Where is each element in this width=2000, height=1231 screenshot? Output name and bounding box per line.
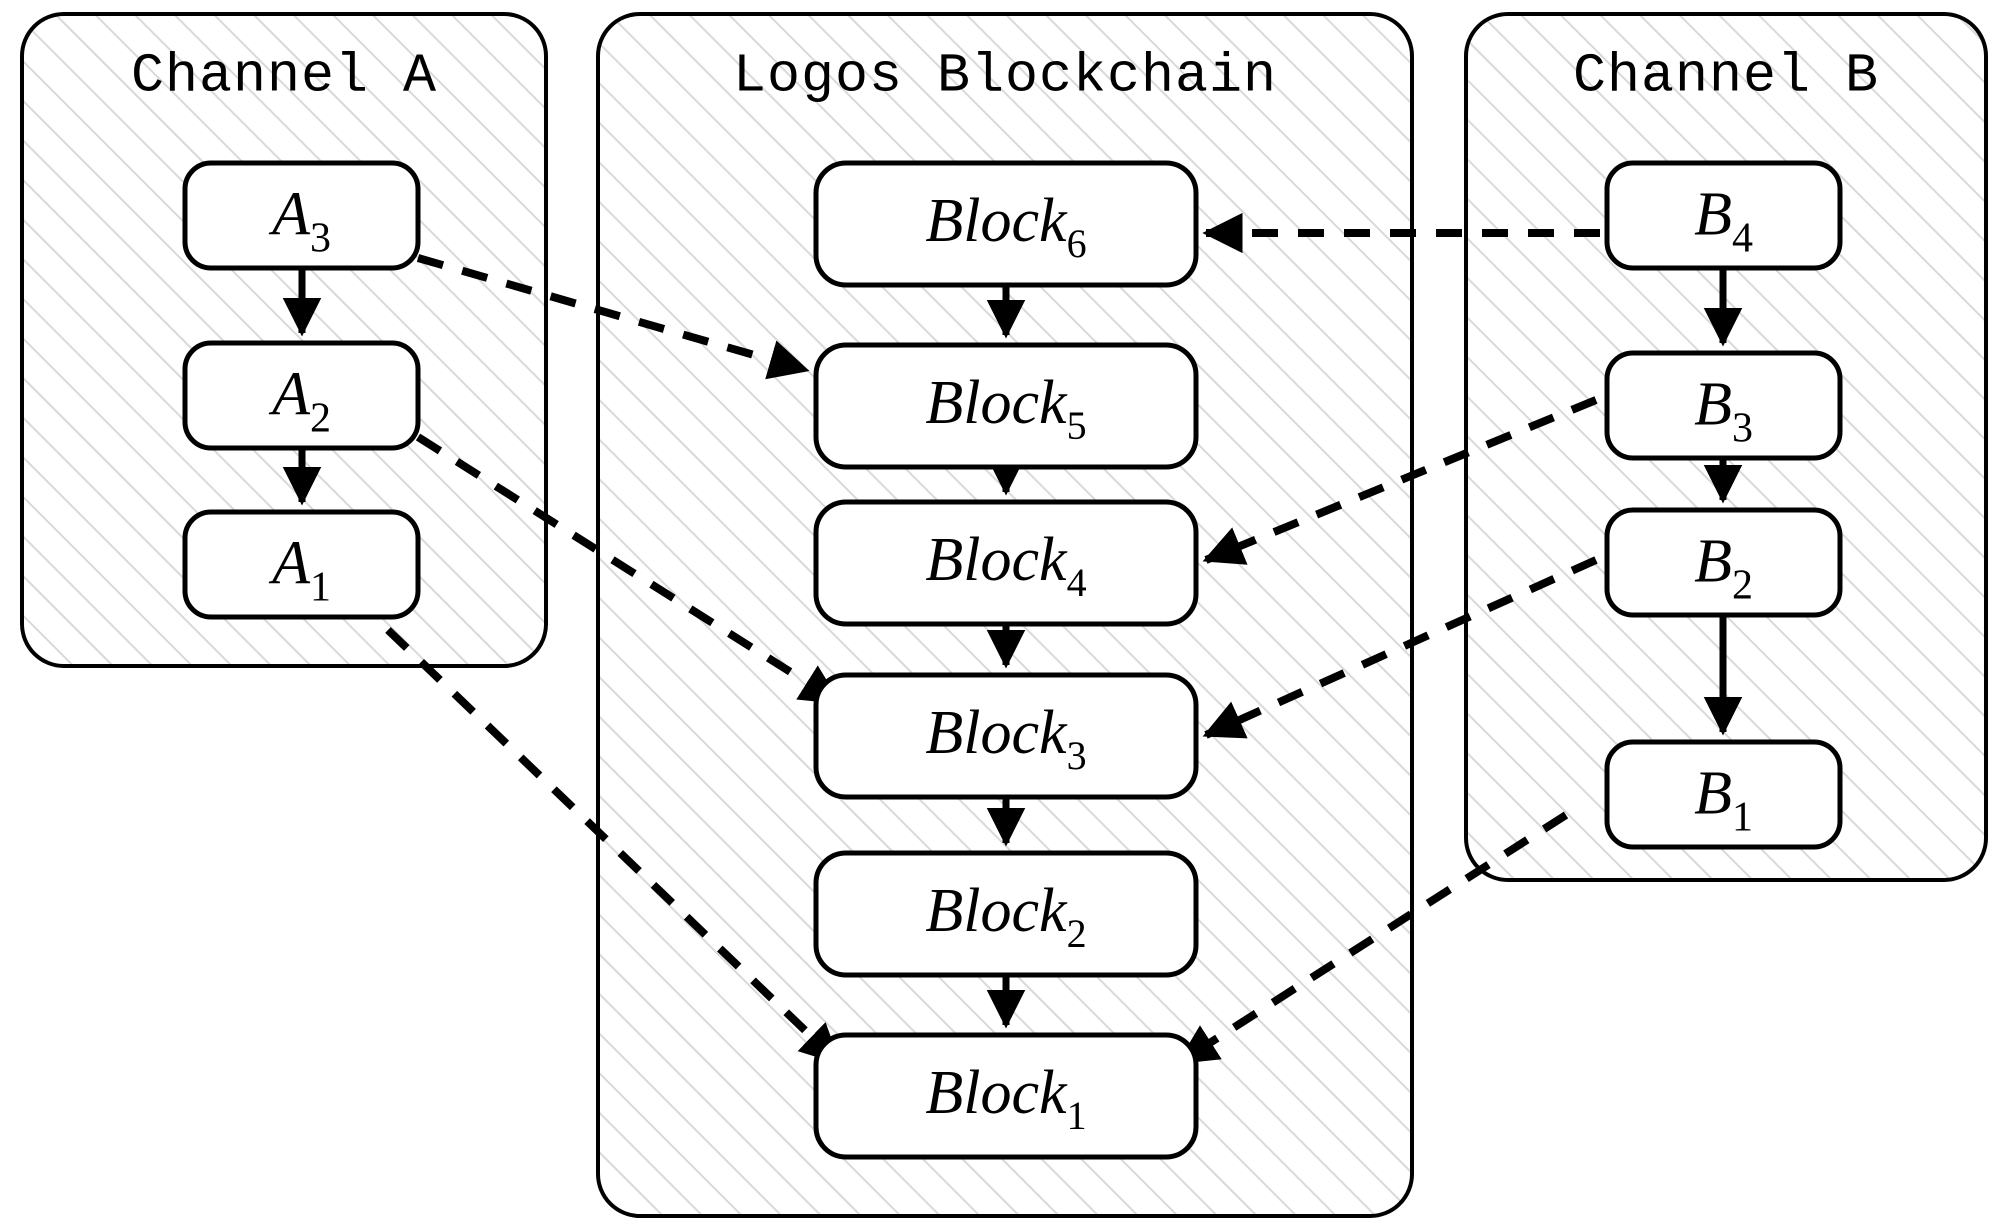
node-label-subscript: 6: [1067, 221, 1087, 266]
node-label-a1: A1: [268, 530, 331, 611]
node-label-subscript: 3: [1732, 406, 1753, 452]
node-box-b1[interactable]: [1604, 739, 1843, 850]
node-label-base: B: [1694, 528, 1732, 596]
node-block5[interactable]: Block5: [813, 342, 1199, 470]
node-label-subscript: 3: [310, 216, 331, 262]
node-label-b3: B3: [1694, 371, 1753, 452]
node-box-a1[interactable]: [182, 509, 421, 620]
node-a2[interactable]: A2: [182, 340, 421, 451]
node-label-block2: Block2: [925, 877, 1086, 956]
node-b4[interactable]: B4: [1604, 160, 1843, 271]
edge-b1-block1: [1176, 811, 1569, 1066]
node-label-subscript: 2: [1732, 563, 1753, 609]
node-block4[interactable]: Block4: [813, 499, 1199, 627]
node-label-subscript: 4: [1067, 560, 1087, 605]
group-outline: [20, 12, 548, 668]
node-label-base: B: [1694, 181, 1732, 249]
node-label-subscript: 1: [1067, 1093, 1087, 1138]
node-label-a2: A2: [268, 361, 331, 442]
node-label-subscript: 2: [1067, 911, 1087, 956]
node-box-a2[interactable]: [182, 340, 421, 451]
node-b3[interactable]: B3: [1604, 350, 1843, 461]
node-label-subscript: 5: [1067, 403, 1087, 448]
node-label-block5: Block5: [925, 369, 1086, 448]
node-block6[interactable]: Block6: [813, 160, 1199, 288]
node-label-subscript: 2: [310, 396, 331, 442]
node-a3[interactable]: A3: [182, 160, 421, 271]
node-box-b3[interactable]: [1604, 350, 1843, 461]
group-outline: [1464, 12, 1988, 882]
edges: [282, 212, 1743, 1066]
node-box-block6[interactable]: [813, 160, 1199, 288]
edge-b3-block4: [1202, 396, 1598, 565]
node-label-base: Block: [925, 699, 1068, 767]
edge-a3-block5: [416, 254, 810, 380]
node-box-block3[interactable]: [813, 672, 1199, 800]
node-label-base: B: [1694, 371, 1732, 439]
node-label-base: A: [268, 530, 311, 598]
node-label-a3: A3: [268, 181, 331, 262]
node-block2[interactable]: Block2: [813, 850, 1199, 978]
node-block1[interactable]: Block1: [813, 1032, 1199, 1160]
group-outline: [596, 12, 1414, 1218]
node-label-block6: Block6: [925, 187, 1086, 266]
node-box-a3[interactable]: [182, 160, 421, 271]
node-label-base: Block: [925, 1059, 1068, 1127]
node-label-block4: Block4: [925, 526, 1086, 605]
node-label-subscript: 4: [1732, 216, 1753, 262]
group-title-channel-a: Channel A: [131, 45, 437, 108]
node-label-block1: Block1: [925, 1059, 1086, 1138]
node-label-base: Block: [925, 877, 1068, 945]
node-box-b4[interactable]: [1604, 160, 1843, 271]
node-b1[interactable]: B1: [1604, 739, 1843, 850]
edge-a2-block3: [415, 433, 842, 706]
node-label-base: Block: [925, 526, 1068, 594]
node-label-base: B: [1694, 760, 1732, 828]
nodes: A3A2A1Block6Block5Block4Block3Block2Bloc…: [182, 160, 1843, 1160]
node-label-subscript: 1: [310, 565, 331, 611]
group-title-channel-b: Channel B: [1573, 45, 1879, 108]
node-label-b4: B4: [1694, 181, 1753, 262]
node-label-block3: Block3: [925, 699, 1086, 778]
node-label-base: A: [268, 181, 311, 249]
node-label-base: Block: [925, 187, 1068, 255]
node-label-b2: B2: [1694, 528, 1753, 609]
edge-a1-block1: [385, 627, 841, 1065]
node-label-base: A: [268, 361, 311, 429]
node-block3[interactable]: Block3: [813, 672, 1199, 800]
node-a1[interactable]: A1: [182, 509, 421, 620]
node-label-subscript: 1: [1732, 795, 1753, 841]
node-box-block5[interactable]: [813, 342, 1199, 470]
node-box-block2[interactable]: [813, 850, 1199, 978]
node-box-block4[interactable]: [813, 499, 1199, 627]
edge-b2-block3: [1202, 556, 1598, 739]
node-label-subscript: 3: [1067, 733, 1087, 778]
group-title-logos-blockchain: Logos Blockchain: [733, 45, 1277, 108]
node-b2[interactable]: B2: [1604, 507, 1843, 618]
node-label-b1: B1: [1694, 760, 1753, 841]
node-box-b2[interactable]: [1604, 507, 1843, 618]
node-label-base: Block: [925, 369, 1068, 437]
node-box-block1[interactable]: [813, 1032, 1199, 1160]
